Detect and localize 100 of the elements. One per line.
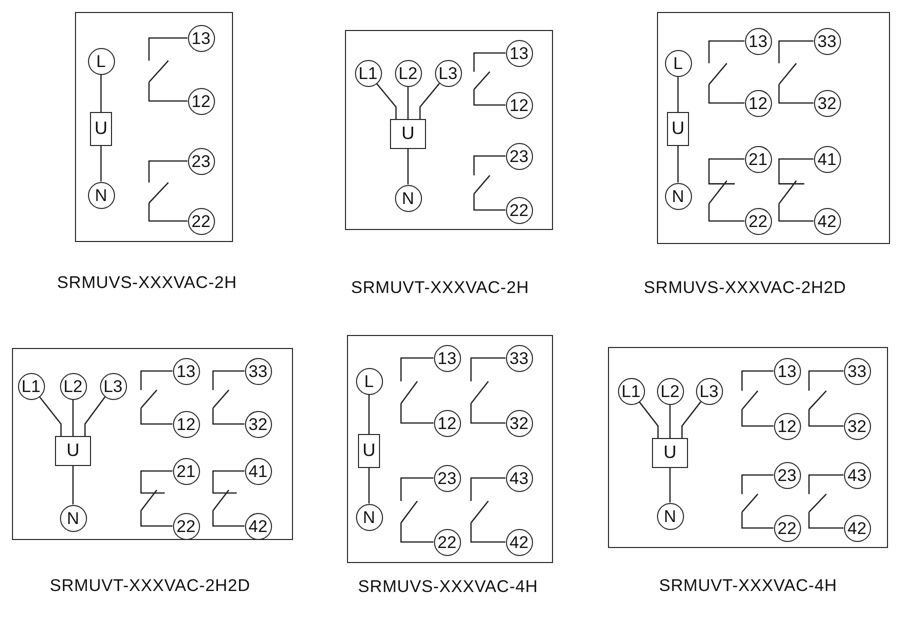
switch-blade [474,174,490,194]
wire [470,357,506,382]
wire [681,401,702,438]
switch-blade [474,71,490,90]
model-caption: SRMUVS-XXXVAC-2H2D [644,278,846,298]
relay-contact [212,470,246,527]
wire [212,408,244,425]
switch-blade [708,62,728,85]
terminal-circle: 22 [172,512,200,540]
terminal-circle: L1 [18,372,44,400]
wire [638,401,659,438]
terminal-circle: 13 [506,40,532,66]
wire [778,40,814,64]
wire [140,370,172,390]
wire [741,512,774,529]
unit-box: U [358,434,380,468]
wire [808,410,844,427]
terminal-circle: 13 [434,344,460,372]
wire [808,512,844,529]
switch-blade [742,494,758,513]
switch-blade [778,62,797,85]
terminal-circle: 23 [188,148,214,174]
diagram-panel [657,12,890,244]
wire [419,82,440,119]
terminal-circle: L3 [434,60,462,86]
wire [741,410,774,427]
wire [368,394,370,434]
terminal-circle: 13 [774,358,800,384]
terminal-circle: 42 [814,208,840,234]
terminal-circle: 41 [244,458,272,484]
switch-blade [400,500,418,524]
diagram-panel [345,30,553,230]
switch-blade [140,390,158,409]
wire [669,404,671,438]
terminal-circle: 21 [744,146,772,172]
unit-box: U [667,112,689,146]
wire [400,404,434,424]
wire [212,370,244,390]
terminal-circle: 22 [188,208,214,234]
terminal-circle: 13 [188,24,214,52]
wire [84,396,106,436]
wire [677,146,679,182]
wire [407,86,409,119]
terminal-circle: 32 [814,90,840,116]
wire [100,74,102,112]
terminal-circle: N [356,504,382,530]
terminal-circle: 12 [188,88,214,114]
terminal-circle: 33 [506,344,532,372]
terminal-circle: N [664,182,692,210]
wire [400,522,434,543]
wire [470,404,506,424]
wire [407,149,409,184]
relay-contact [708,158,746,222]
wire [808,370,844,391]
terminal-circle: 13 [744,28,772,54]
terminal-circle: 33 [844,358,870,384]
model-caption: SRMUVS-XXXVAC-4H [358,577,538,597]
terminal-circle: L [88,48,114,74]
terminal-circle: L2 [656,378,684,404]
wire [148,37,188,61]
wire [473,52,506,72]
switch-blade [808,494,827,513]
terminal-circle: L1 [354,60,382,86]
wire [708,40,744,64]
terminal-circle: 13 [172,358,200,384]
terminal-circle: 43 [844,462,870,488]
unit-box: U [90,112,112,146]
terminal-circle: 22 [774,514,800,542]
terminal-circle: 23 [434,464,460,492]
switch-blade [148,182,169,204]
wire [470,477,506,501]
wire [376,82,397,119]
wire [669,468,671,502]
wire [148,160,188,183]
diagram-panel [12,348,293,540]
unit-box: U [55,436,91,466]
switch-blade [742,390,758,410]
switch-blade [808,390,827,410]
terminal-circle: 32 [244,410,272,438]
wire [470,522,506,543]
terminal-circle: L3 [696,378,722,404]
switch-blade [212,390,230,409]
wire [677,76,679,112]
terminal-circle: 12 [506,92,532,118]
terminal-circle: N [60,504,86,532]
wire [38,396,62,436]
wire [148,203,188,222]
wire [808,474,844,494]
wire [741,370,774,391]
wire [778,84,814,104]
terminal-circle: 42 [506,528,532,556]
diagram-panel [608,347,888,548]
terminal-circle: 23 [774,462,800,488]
switch-blade [470,381,489,404]
wire [473,89,506,106]
terminal-circle: 32 [506,410,532,436]
wire [473,194,506,211]
terminal-circle: 42 [844,514,870,542]
model-caption: SRMUVT-XXXVAC-2H [351,278,529,298]
diagram-panel [347,335,553,563]
